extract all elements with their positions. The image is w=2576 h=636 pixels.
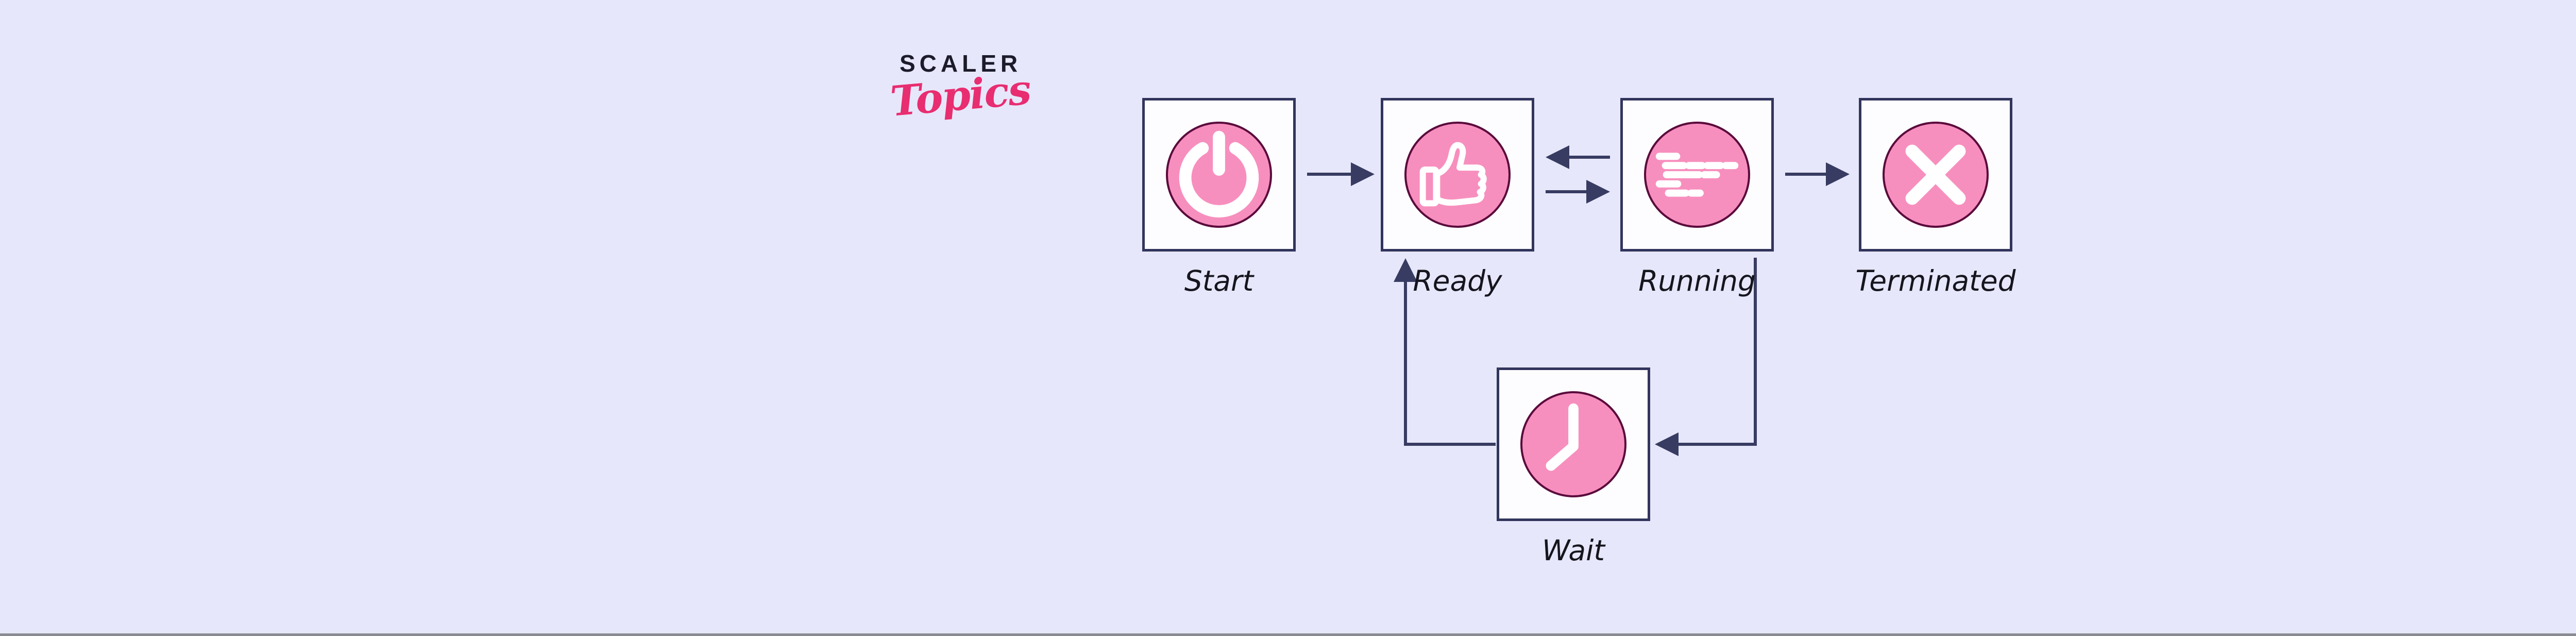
edge-running-to-wait <box>1655 258 1757 456</box>
state-box-terminated <box>1859 98 2012 252</box>
power-icon <box>1179 130 1259 217</box>
icon-circle <box>1644 122 1750 228</box>
state-box-wait <box>1497 367 1650 521</box>
state-label-running: Running <box>1638 264 1756 297</box>
edge-start-to-ready <box>1307 162 1375 186</box>
cross-icon <box>1905 144 1966 205</box>
logo-brand-text: SCALER <box>900 50 1022 77</box>
speed-lines-icon <box>1655 153 1739 197</box>
clock-icon <box>1546 403 1579 471</box>
state-label-start: Start <box>1184 264 1254 297</box>
state-node-running: Running <box>1620 98 1774 295</box>
state-node-start: Start <box>1142 98 1296 295</box>
bottom-edge-divider <box>0 633 2576 636</box>
state-node-wait: Wait <box>1497 367 1650 565</box>
state-node-terminated: Terminated <box>1856 98 2016 295</box>
edge-running-to-ready <box>1546 145 1610 169</box>
scaler-topics-logo: SCALER Topics <box>888 47 1045 161</box>
edge-ready-to-running <box>1546 180 1610 204</box>
state-box-running <box>1620 98 1774 252</box>
icon-circle <box>1166 122 1272 228</box>
edge-running-to-terminated <box>1785 162 1850 186</box>
state-box-start <box>1142 98 1296 252</box>
state-label-terminated: Terminated <box>1855 264 2016 297</box>
state-label-ready: Ready <box>1413 264 1502 297</box>
edge-wait-to-ready <box>1394 258 1496 446</box>
icon-circle <box>1883 122 1989 228</box>
thumbs-up-icon <box>1419 142 1487 207</box>
state-node-ready: Ready <box>1381 98 1534 295</box>
icon-circle <box>1520 391 1626 497</box>
state-box-ready <box>1381 98 1534 252</box>
icon-circle <box>1404 122 1511 228</box>
state-label-wait: Wait <box>1542 534 1605 567</box>
